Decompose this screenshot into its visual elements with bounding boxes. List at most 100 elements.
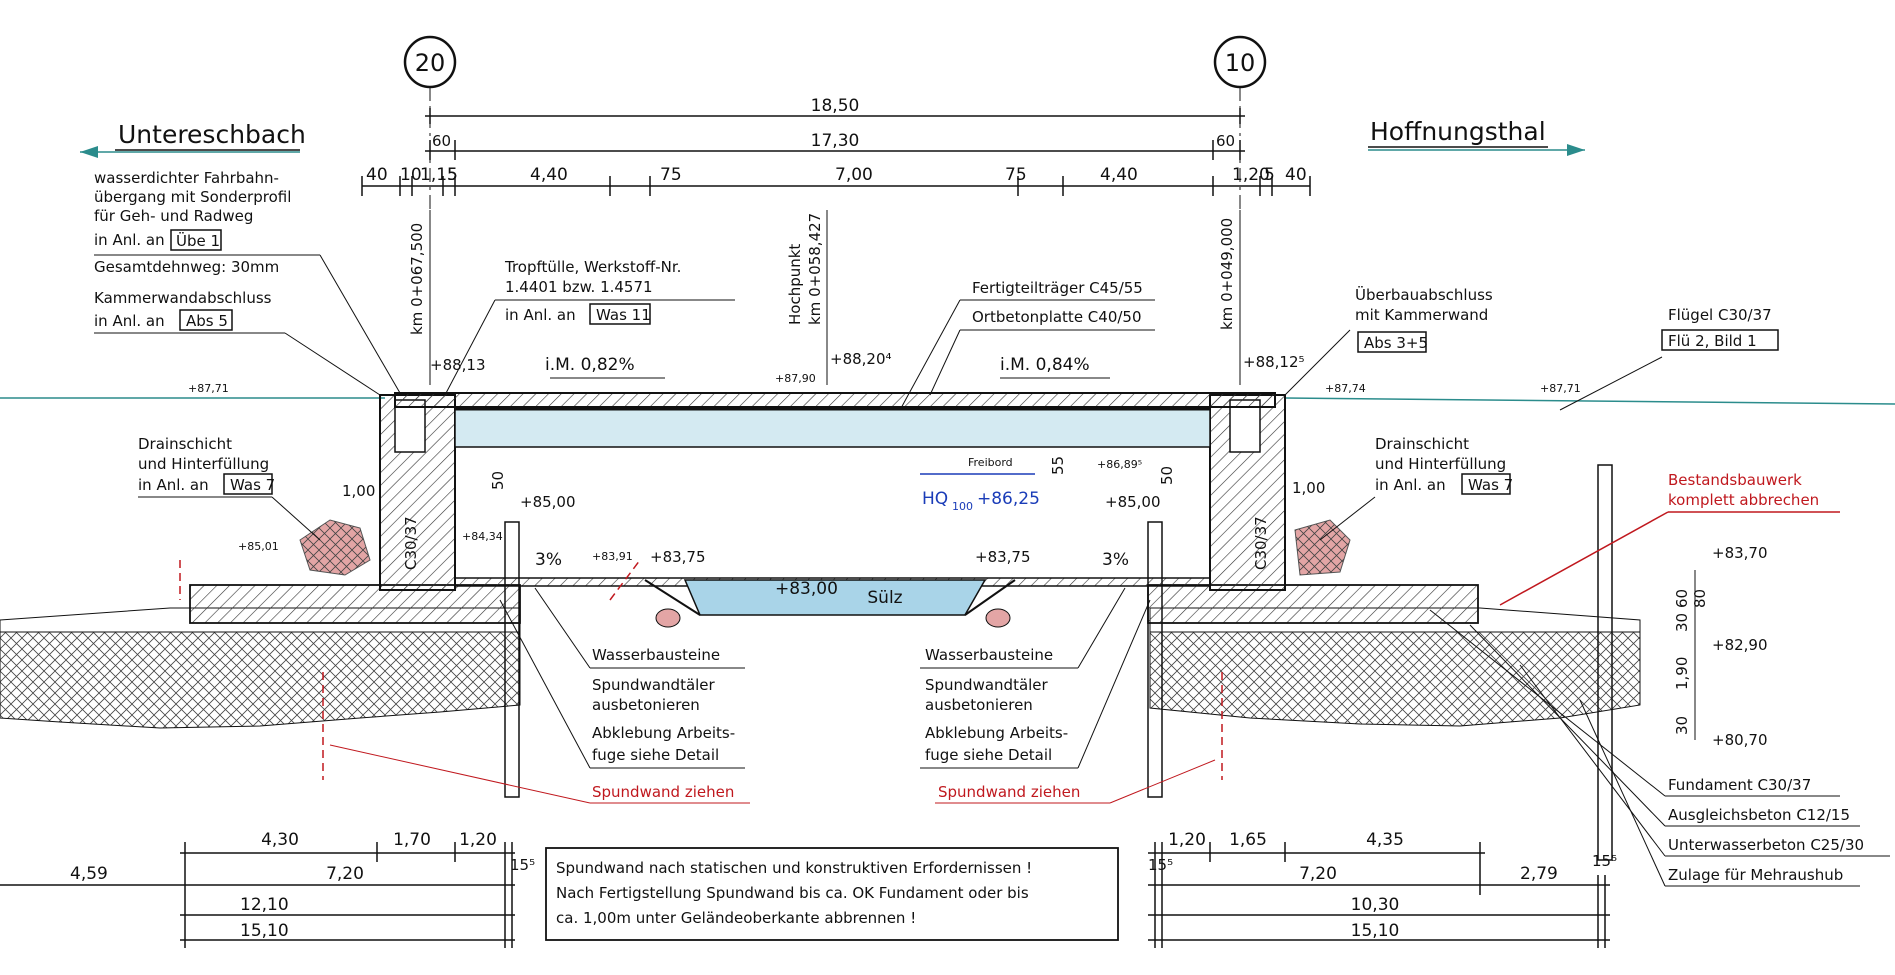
dim-row-label: 4,40 [1100,165,1138,185]
dim-bl-c: 1,20 [459,830,497,850]
dim-row-label: 7,00 [835,165,873,185]
dim-100-left: 1,00 [342,482,375,500]
sheet-pile-right [1147,521,1223,798]
dims-bottom-left: 4,30 1,70 1,20 15⁵ 4,59 7,20 12,10 15,10 [0,830,535,948]
dim-row-label: 4,40 [530,165,568,185]
demolish-2: komplett abbrechen [1668,491,1819,509]
foundation-label: Fundament C30/37 [1668,776,1811,794]
drain-left-2: und Hinterfüllung [138,455,269,473]
seal-right-2: fuge siehe Detail [925,746,1052,764]
dim-r60: 60 [1673,589,1691,608]
small-dims: 50 55 50 1,00 1,00 60 80 30 1,90 30 [342,456,1709,740]
ground-level-m: +87,90 [775,372,816,385]
slope-right: i.M. 0,84% [1000,355,1090,375]
ground-line: +87,71 +87,90 +87,74 +87,71 [0,372,1895,405]
dim-55: 55 [1049,456,1067,475]
note-kammer: Kammerwandabschluss in Anl. an Abs 5 [94,289,381,396]
sheet-pile-left [322,521,520,798]
hq-label: HQ [922,489,948,509]
station-right: km 0+049,000 [1218,210,1241,385]
dim-bl-h: 15,10 [240,921,289,941]
note-lower-left: Wasserbausteine Spundwandtäler ausbetoni… [329,587,750,804]
freibord-label: Freibord [968,456,1013,469]
abutment-right: C30/37 [1209,394,1286,591]
superstructure-1: Überbauabschluss [1355,285,1493,304]
dim-row-label: 40 [366,165,388,185]
dim-row-label: 5 [1264,165,1275,185]
levels: +88,13 +88,20⁴ +88,12⁵ +85,00 +85,00 +83… [238,350,1768,749]
dim-br-d: 15⁵ [1148,856,1173,874]
dim-row-label: 5 [447,165,458,185]
dim-br-b: 1,65 [1229,830,1267,850]
drain-right-ref: Was 7 [1468,476,1513,494]
soil-left [0,607,521,729]
note-line-3: ca. 1,00m unter Geländeoberkante abbrenn… [556,909,916,927]
superstructure [394,392,1276,448]
station-left: km 0+067,500 [408,210,431,385]
expansion-line-2: übergang mit Sonderprofil [94,188,291,206]
wall-material-right: C30/37 [1252,516,1270,570]
dim-row-label: 75 [660,165,682,185]
tropf-line-1: Tropftülle, Werkstoff-Nr. [504,258,681,276]
dim-bl-e: 4,59 [70,864,108,884]
note-superstructure: Überbauabschluss mit Kammerwand Abs 3+5 [1284,285,1493,396]
tropf-line-2: 1.4401 bzw. 1.4571 [505,278,653,296]
wall-material-left: C30/37 [402,516,420,570]
note-materials-right: Fundament C30/37 Ausgleichsbeton C12/15 … [1429,609,1890,887]
dim-br-a: 1,20 [1168,830,1206,850]
girder-label: Fertigteilträger C45/55 [972,279,1143,297]
expansion-line-3: für Geh- und Radweg [94,207,253,225]
tropf-ref: Was 11 [596,306,651,324]
pull-sheet-right: Spundwand ziehen [938,783,1080,801]
expansion-line-1: wasserdichter Fahrbahn- [94,169,279,187]
slope-left: i.M. 0,82% [545,355,635,375]
dim-bl-d: 15⁵ [510,856,535,874]
dim-row-label: 75 [1005,165,1027,185]
dim-50-right: 50 [1158,466,1176,485]
dehnweg: Gesamtdehnweg: 30mm [94,258,279,276]
note-wing: Flügel C30/37 Flü 2, Bild 1 [1559,306,1779,411]
note-drain-left: Drainschicht und Hinterfüllung in Anl. a… [138,435,321,541]
station-mid: Hochpunkt km 0+058,427 [786,210,828,385]
dim-inner: 17,30 60 60 [425,131,1245,160]
dim-r80: 80 [1691,589,1709,608]
dim-row-label: 1,20 [1232,165,1270,185]
station-right-label: km 0+049,000 [1218,218,1236,330]
dim-bl-g: 12,10 [240,895,289,915]
dims-bottom-right: 1,20 1,65 4,35 15⁵ 7,20 2,79 15⁵ 10,30 1… [1148,830,1617,948]
soil-right [1149,607,1641,727]
place-right-label: Hoffnungsthal [1370,117,1546,146]
hq-marker: HQ 100 +86,25 Freibord [920,456,1040,513]
dim-br-h: 10,30 [1351,895,1400,915]
kammer-label: Kammerwandabschluss [94,289,272,307]
underwater-label: Unterwasserbeton C25/30 [1668,836,1864,854]
ground-level-r: +87,74 [1325,382,1366,395]
place-left-label: Untereschbach [118,120,306,149]
ground-level-rr: +87,71 [1540,382,1581,395]
existing-structure [179,464,1613,861]
drain-left-ref: Was 7 [230,476,275,494]
small-level-1: +85,01 [238,540,279,553]
foundation-right [1147,584,1479,624]
axis-10-label: 10 [1225,49,1256,77]
dim-row-label: 10 [400,165,422,185]
note-line-1: Spundwand nach statischen und konstrukti… [556,859,1032,877]
dim-50-left: 50 [489,471,507,490]
dim-row-label: 40 [1285,165,1307,185]
floor-slope-right: 3% [1102,550,1129,570]
leveling-label: Ausgleichsbeton C12/15 [1668,806,1850,824]
drain-left-prefix: in Anl. an [138,476,209,494]
note-tropf: Tropftülle, Werkstoff-Nr. 1.4401 bzw. 1.… [444,258,735,396]
dim-r30b: 30 [1673,716,1691,735]
bank-level-left: +83,75 [650,548,706,566]
note-box: Spundwand nach statischen und konstrukti… [545,847,1119,941]
drain-right-prefix: in Anl. an [1375,476,1446,494]
foundation-left [189,584,521,624]
pull-sheet-left: Spundwand ziehen [592,783,734,801]
note-girder: Fertigteilträger C45/55 Ortbetonplatte C… [899,279,1155,411]
sheet-fill-left-2: ausbetonieren [592,696,700,714]
dim-bl-f: 7,20 [326,864,364,884]
backfill-left [299,519,371,576]
dim-br-i: 15,10 [1351,921,1400,941]
